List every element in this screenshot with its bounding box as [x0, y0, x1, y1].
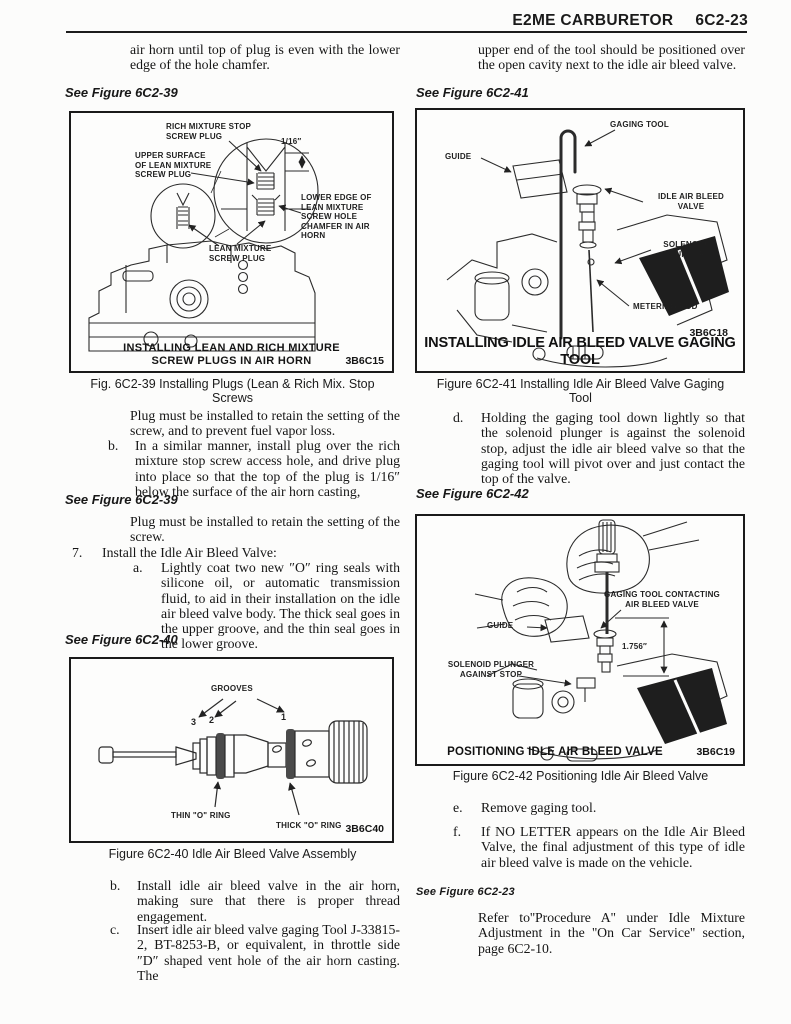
fig41-caption: Figure 6C2-41 Installing Idle Air Bleed … — [413, 377, 748, 405]
fig41-label-solenoid-plunger: SOLENOID PLUNGER — [663, 240, 707, 259]
paragraph: Plug must be installed to retain the set… — [130, 514, 400, 545]
fig41-title: INSTALLING IDLE AIR BLEED VALVE GAGING T… — [424, 334, 736, 368]
item-label: 7. — [72, 545, 83, 560]
fig42-label-solenoid-plunger: SOLENOID PLUNGER AGAINST STOP — [447, 660, 535, 679]
fig39-label-dim: 1/16″ — [281, 137, 302, 146]
fig39-label-lean-mixture: LEAN MIXTURE SCREW PLUG — [209, 244, 272, 263]
right-column: upper end of the tool should be position… — [413, 0, 748, 1024]
fig40-label-grooves: GROOVES — [211, 684, 253, 693]
fig42-code: 3B6C19 — [696, 746, 735, 758]
list-item-c: c. Insert idle air bleed valve gaging To… — [65, 922, 400, 983]
fig40-label-thick-oring: THICK "O" RING — [276, 821, 342, 830]
fig41-caption-line1: Figure 6C2-41 Installing Idle Air Bleed … — [436, 377, 725, 391]
fig41-line-art — [446, 129, 729, 368]
item-label: e. — [453, 800, 463, 815]
fig39-label-rich-mixture: RICH MIXTURE STOP SCREW PLUG — [166, 122, 251, 141]
fig41-label-guide: GUIDE — [445, 152, 472, 161]
see-figure-ref: See Figure 6C2-42 — [416, 486, 529, 501]
see-figure-ref: See Figure 6C2-40 — [65, 632, 178, 647]
header-rule — [66, 31, 747, 33]
figure-6c2-39: RICH MIXTURE STOP SCREW PLUG 1/16″ UPPER… — [69, 111, 394, 373]
fig39-line-art — [88, 138, 319, 352]
fig39-caption-line2: Screws — [212, 391, 253, 405]
fig41-code: 3B6C18 — [689, 327, 728, 339]
paragraph: air horn until top of plug is even with … — [130, 42, 400, 73]
fig40-number-1: 1 — [281, 712, 287, 722]
fig41-caption-line2: Tool — [569, 391, 592, 405]
see-figure-ref: See Figure 6C2-41 — [416, 85, 529, 100]
fig39-caption-line1: Fig. 6C2-39 Installing Plugs (Lean & Ric… — [90, 377, 375, 391]
item-label: c. — [110, 922, 120, 937]
list-item-b: b. Install idle air bleed valve in the a… — [65, 878, 400, 924]
list-item-7: 7. Install the Idle Air Bleed Valve: — [65, 545, 400, 560]
fig40-number-2: 2 — [209, 715, 215, 725]
list-item-f: f. If NO LETTER appears on the Idle Air … — [413, 824, 748, 870]
fig39-label-lower-edge: LOWER EDGE OF LEAN MIXTURE SCREW HOLE CH… — [301, 193, 372, 241]
fig41-label-gaging-tool: GAGING TOOL — [610, 120, 669, 129]
fig41-label-idle-air-bleed-valve: IDLE AIR BLEED VALVE — [657, 192, 725, 211]
fig42-line-art — [474, 519, 728, 762]
item-text: Install the Idle Air Bleed Valve: — [102, 545, 277, 560]
fig42-caption: Figure 6C2-42 Positioning Idle Air Bleed… — [452, 769, 709, 783]
fig42-label-dim: 1.756″ — [622, 642, 648, 651]
header-page-number: 6C2-23 — [695, 12, 748, 29]
fig39-title-line1: INSTALLING LEAN AND RICH MIXTURE — [123, 342, 340, 354]
item-label: f. — [453, 824, 462, 839]
item-label: b. — [108, 438, 119, 453]
header-title: E2ME CARBURETOR — [512, 12, 674, 29]
fig40-code: 3B6C40 — [345, 823, 384, 835]
item-text: Holding the gaging tool down lightly so … — [481, 410, 745, 487]
fig42-label-gaging-tool-contacting: GAGING TOOL CONTACTING AIR BLEED VALVE — [604, 590, 720, 609]
fig40-number-3: 3 — [191, 717, 197, 727]
fig42-title: POSITIONING IDLE AIR BLEED VALVE — [447, 746, 663, 758]
list-item-a: a. Lightly coat two new ″O″ ring seals w… — [65, 560, 400, 652]
fig41-label-metering-rod: METERING ROD — [633, 302, 698, 311]
paragraph: Refer to''Procedure A'' under Idle Mixtu… — [478, 910, 745, 956]
figure-6c2-40: GROOVES 3 2 1 THIN "O" RING THICK "O" RI… — [69, 657, 394, 843]
item-label: b. — [110, 878, 121, 893]
fig40-line-art — [98, 698, 368, 816]
see-figure-ref: See Figure 6C2-39 — [65, 85, 178, 100]
see-figure-ref: See Figure 6C2-39 — [65, 492, 178, 507]
list-item-d: d. Holding the gaging tool down lightly … — [413, 410, 748, 486]
fig42-label-guide: GUIDE — [487, 621, 514, 630]
fig39-title-line2: SCREW PLUGS IN AIR HORN — [151, 355, 312, 367]
paragraph: upper end of the tool should be position… — [478, 42, 745, 73]
item-label: a. — [133, 560, 143, 575]
item-text: Lightly coat two new ″O″ ring seals with… — [161, 560, 400, 652]
fig39-caption: Fig. 6C2-39 Installing Plugs (Lean & Ric… — [65, 377, 400, 405]
see-figure-ref: See Figure 6C2-23 — [416, 886, 515, 898]
item-text: Install idle air bleed valve in the air … — [137, 878, 400, 924]
item-text: Remove gaging tool. — [481, 800, 597, 815]
item-text: In a similar manner, install plug over t… — [135, 438, 400, 499]
item-text: Insert idle air bleed valve gaging Tool … — [137, 922, 400, 983]
fig39-code: 3B6C15 — [345, 355, 384, 367]
fig39-label-upper-surface: UPPER SURFACE OF LEAN MIXTURE SCREW PLUG — [135, 151, 212, 180]
item-text: If NO LETTER appears on the Idle Air Ble… — [481, 824, 745, 870]
figure-6c2-42: GAGING TOOL CONTACTING AIR BLEED VALVE G… — [415, 514, 745, 766]
list-item-b: b. In a similar manner, install plug ove… — [65, 438, 400, 499]
paragraph: Plug must be installed to retain the set… — [130, 408, 400, 439]
item-label: d. — [453, 410, 464, 425]
figure-6c2-41: GAGING TOOL GUIDE IDLE AIR BLEED VALVE S… — [415, 108, 745, 373]
fig40-label-thin-oring: THIN "O" RING — [171, 811, 231, 820]
fig40-caption: Figure 6C2-40 Idle Air Bleed Valve Assem… — [108, 847, 357, 861]
left-column: air horn until top of plug is even with … — [65, 0, 400, 1024]
page-header: E2ME CARBURETOR 6C2-23 — [0, 12, 748, 30]
list-item-e: e. Remove gaging tool. — [413, 800, 748, 815]
